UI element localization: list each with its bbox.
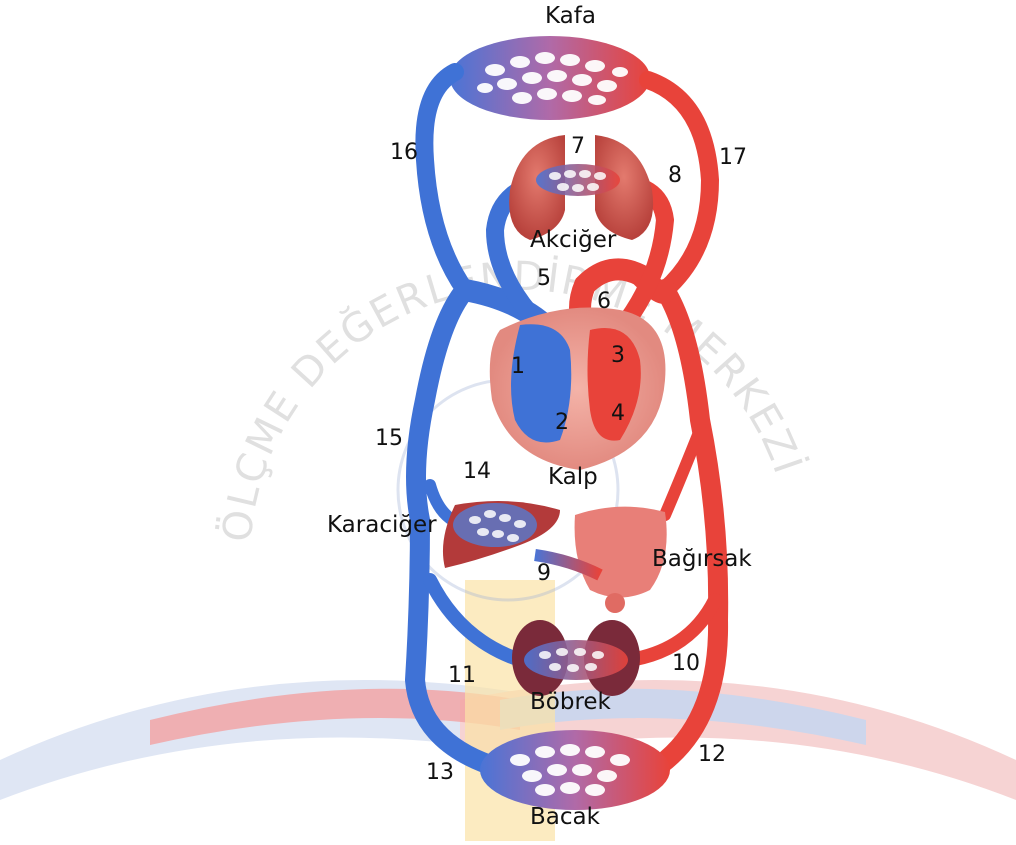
number-15: 15 xyxy=(375,428,403,450)
leg-capillary xyxy=(480,730,670,810)
number-2: 2 xyxy=(555,412,569,434)
label-heart: Kalp xyxy=(548,466,598,489)
head-capillary xyxy=(450,36,650,120)
label-intestine: Bağırsak xyxy=(652,548,752,571)
background-banner xyxy=(0,580,1016,841)
number-8: 8 xyxy=(668,165,682,187)
number-7: 7 xyxy=(571,136,585,158)
label-head: Kafa xyxy=(545,5,596,28)
label-liver: Karaciğer xyxy=(327,514,437,537)
number-13: 13 xyxy=(426,762,454,784)
number-5: 5 xyxy=(537,268,551,290)
label-lungs: Akciğer xyxy=(530,229,616,252)
label-leg: Bacak xyxy=(530,806,600,829)
number-4: 4 xyxy=(611,403,625,425)
number-6: 6 xyxy=(597,291,611,313)
number-16: 16 xyxy=(390,142,418,164)
number-17: 17 xyxy=(719,147,747,169)
number-1: 1 xyxy=(511,356,525,378)
number-11: 11 xyxy=(448,665,476,687)
number-3: 3 xyxy=(611,345,625,367)
label-kidney: Böbrek xyxy=(530,691,611,714)
number-12: 12 xyxy=(698,744,726,766)
number-10: 10 xyxy=(672,653,700,675)
number-14: 14 xyxy=(463,461,491,483)
heart xyxy=(490,308,666,471)
number-9: 9 xyxy=(537,563,551,585)
